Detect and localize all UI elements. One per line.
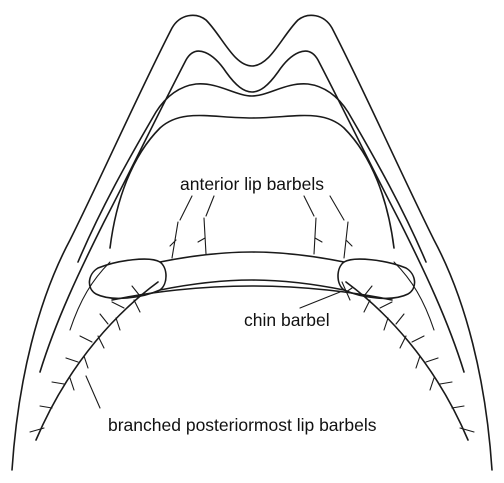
label-anterior-lip-barbels: anterior lip barbels	[180, 174, 324, 194]
leader-chin-barbel	[300, 292, 340, 308]
leader-anterior-left	[180, 196, 192, 220]
anterior-barbel-left-2	[198, 218, 206, 254]
outer-head-contour	[12, 15, 492, 470]
anterior-barbel-left-1	[170, 222, 178, 258]
anterior-barbel-right-1	[314, 218, 322, 254]
leader-anterior-left-2	[206, 196, 214, 216]
leader-branched-barbels	[86, 376, 100, 408]
chin-outline	[112, 286, 392, 300]
leader-anterior-right-2	[330, 196, 344, 220]
label-chin-barbel: chin barbel	[244, 310, 330, 330]
label-branched-posteriormost-lip-barbels: branched posteriormost lip barbels	[108, 415, 377, 435]
anterior-barbel-right-2	[344, 222, 352, 258]
leader-anterior-right	[304, 196, 314, 216]
upper-lip-rim	[160, 252, 344, 262]
